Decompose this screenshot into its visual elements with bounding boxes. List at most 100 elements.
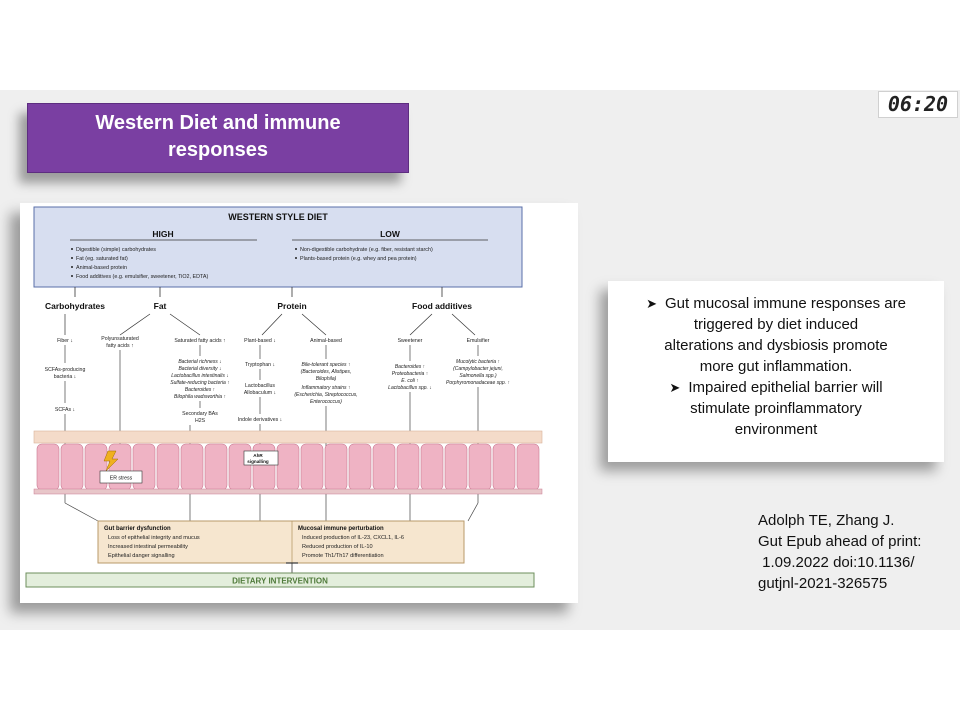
emulsifier-effect: (Campylobacter jejuni, <box>453 366 503 372</box>
ahr-label: AhR <box>253 453 263 458</box>
epithelial-cell <box>180 443 204 491</box>
barrier-item: Epithelial danger signalling <box>108 553 175 559</box>
sweetener-effect: Bacteroides ↑ <box>395 364 425 370</box>
fat-effect: Bacteroides ↑ <box>185 387 215 393</box>
category-food-additives: Food additives <box>412 301 472 311</box>
barrier-item: Increased intestinal permeability <box>108 544 188 550</box>
lactobacillus-label: Lactobacillus <box>245 383 275 389</box>
emulsifier-effect: Salmonella spp.) <box>459 373 497 379</box>
tryptophan-label: Tryptophan ↓ <box>245 362 275 368</box>
epithelial-cell <box>396 443 420 491</box>
timer-display: 06:20 <box>878 91 958 118</box>
bullet-line: triggered by diet induced <box>693 316 859 333</box>
emulsifier-effect: Mucolytic bacteria ↑ <box>456 359 500 365</box>
diet-header-box <box>33 206 523 288</box>
fat-effect: Sulfate-reducing bacteria ↑ <box>170 380 229 386</box>
epithelial-cell <box>492 443 516 491</box>
epithelial-cell <box>156 443 180 491</box>
bile-effect: (Bacteroides, Alistipes, <box>301 369 352 375</box>
bullet-line: alterations and dysbiosis promote <box>664 337 888 354</box>
bullet-item: ➤Gut mucosal immune responses are trigge… <box>618 293 934 377</box>
high-item: Food additives (e.g. emulsifier, sweeten… <box>76 274 209 280</box>
mucosal-title: Mucosal immune perturbation <box>298 526 384 532</box>
allobaculum-label: Allobaculum ↓ <box>244 390 276 396</box>
barrier-item: Loss of epithelial integrity and mucus <box>108 535 200 541</box>
ahr-box <box>243 450 279 466</box>
emulsifier-effect: Porphyromonadaceae spp. ↑ <box>446 380 510 386</box>
pufa-label: Polyunsaturated <box>101 336 139 342</box>
epithelial-cell <box>444 443 468 491</box>
bile-effect: Inflammatory strains ↑ <box>302 385 351 391</box>
plant-based-label: Plant-based ↓ <box>244 338 276 344</box>
epithelial-cell <box>204 443 228 491</box>
mucosal-item: Reduced production of IL-10 <box>302 544 373 550</box>
mucus-layer <box>33 430 543 444</box>
mucosal-item: Promote Th1/Th17 differentiation <box>302 553 384 559</box>
fiber-label: Fiber ↓ <box>57 338 73 344</box>
bullet-line: ➤Gut mucosal immune responses are <box>646 295 906 312</box>
citation-line: Gut Epub ahead of print: <box>758 533 922 550</box>
high-item: Animal-based protein <box>76 265 127 271</box>
high-item: Fat (eg. saturated fat) <box>76 256 128 262</box>
scfas-label: SCFAs ↓ <box>55 407 75 413</box>
sweetener-effect: Proteobacteria ↑ <box>392 371 428 377</box>
scfa-bacteria-label: bacteria ↓ <box>54 374 77 380</box>
er-stress-label: ER stress <box>110 476 133 482</box>
mucosal-item: Induced production of IL-23, CXCL1, IL-6 <box>302 535 404 541</box>
h2s-label: H2S <box>195 418 206 424</box>
epithelial-cell <box>324 443 348 491</box>
fat-effect: Bilophila wadsworthia ↑ <box>174 394 226 400</box>
key-points-box: ➤Gut mucosal immune responses are trigge… <box>608 281 944 462</box>
epithelial-cell <box>372 443 396 491</box>
citation-line: 1.09.2022 doi:10.1136/ <box>758 554 915 571</box>
citation-line: gutjnl-2021-326575 <box>758 575 888 592</box>
epithelial-cell <box>60 443 84 491</box>
sweetener-label: Sweetener <box>398 338 423 344</box>
bile-effect: (Escherichia, Streptococcus, <box>294 392 357 398</box>
dietary-intervention-label: DIETARY INTERVENTION <box>232 577 328 586</box>
scfa-bacteria-label: SCFAs-producing <box>45 367 86 373</box>
indole-label: Indole derivatives ↓ <box>238 417 282 423</box>
citation-line: Adolph TE, Zhang J. <box>758 512 895 529</box>
low-label: LOW <box>380 229 401 239</box>
bullet-line: stimulate proinflammatory <box>690 400 862 417</box>
category-fat: Fat <box>154 301 167 311</box>
arrow-bullet-icon: ➤ <box>646 296 657 311</box>
category-carbohydrates: Carbohydrates <box>45 301 105 311</box>
outcome-box <box>97 520 465 564</box>
slide-title-line-1: Western Diet and immune <box>95 112 341 134</box>
emulsifier-label: Emulsifier <box>467 338 490 344</box>
sweetener-effect: Lactobacillus spp. ↓ <box>388 385 432 391</box>
barrier-title: Gut barrier dysfunction <box>104 526 171 532</box>
sweetener-effect: E. coli ↑ <box>401 378 419 384</box>
bile-effect: Bile-tolerant species ↑ <box>302 362 351 368</box>
er-stress-box <box>99 470 143 484</box>
western-diet-figure: WESTERN STYLE DIET HIGH LOW Digestible (… <box>20 203 578 603</box>
epithelial-cell <box>348 443 372 491</box>
bullet-item: ➤Impaired epithelial barrier will stimul… <box>618 377 934 440</box>
epithelial-cell <box>300 443 324 491</box>
high-item: Digestible (simple) carbohydrates <box>76 247 156 253</box>
epithelial-cell <box>36 443 60 491</box>
slide-title-line-2: responses <box>167 139 269 161</box>
epithelial-cell <box>516 443 540 491</box>
diet-diagram: WESTERN STYLE DIET HIGH LOW Digestible (… <box>25 206 543 588</box>
arrow-bullet-icon: ➤ <box>669 380 681 395</box>
pufa-label: fatty acids ↑ <box>106 343 133 349</box>
epithelial-cell <box>276 443 300 491</box>
sfa-label: Saturated fatty acids ↑ <box>174 338 225 344</box>
low-item: Non-digestible carbohydrate (e.g. fiber,… <box>300 247 433 253</box>
low-item: Plants-based protein (e.g. whey and pea … <box>300 256 417 262</box>
secondary-bas-label: Secondary BAs <box>182 411 218 417</box>
epithelial-cell <box>468 443 492 491</box>
animal-based-label: Animal-based <box>310 338 342 344</box>
fat-effect: Bacterial richness ↓ <box>178 359 221 365</box>
slide-title: Western Diet and immune responses <box>27 103 409 173</box>
category-protein: Protein <box>277 301 306 311</box>
citation: Adolph TE, Zhang J. Gut Epub ahead of pr… <box>758 510 921 594</box>
bullet-line: environment <box>734 421 818 438</box>
lightning-icon <box>103 450 119 472</box>
bile-effect: Bilophila) <box>316 376 337 382</box>
fat-effect: Bacterial diversity ↓ <box>178 366 221 372</box>
fat-effect: Lactobacillus intestinalis ↓ <box>171 373 229 379</box>
